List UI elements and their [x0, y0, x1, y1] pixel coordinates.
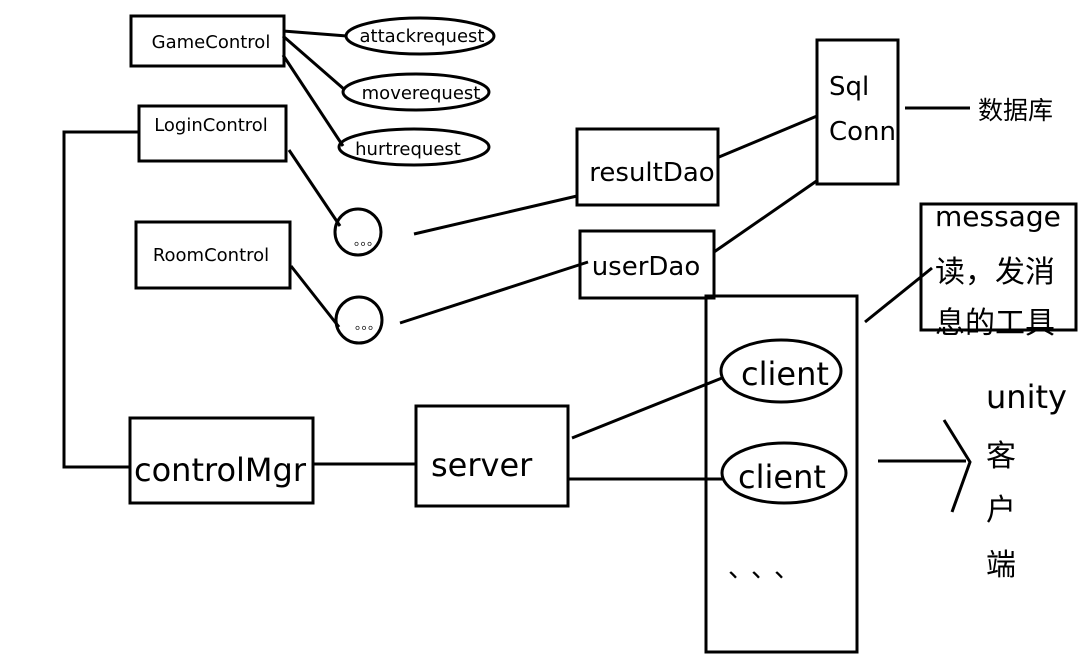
- edge-logincontrol-dots: [287, 149, 342, 227]
- node-login-dots: 。。。: [333, 207, 383, 257]
- database-label: 数据库: [978, 96, 1053, 125]
- message-label-line3: 息的工具: [935, 306, 1055, 341]
- unity-client-label-line1: unity: [986, 378, 1067, 416]
- client-ellipsis-label: 、、、: [728, 554, 810, 584]
- attackrequest-label: attackrequest: [360, 26, 485, 47]
- node-userdao: userDao: [578, 229, 716, 300]
- node-resultdao: resultDao: [575, 127, 720, 207]
- message-label-line1: message: [935, 200, 1061, 233]
- edge-userdao-sqlconn: [713, 178, 819, 254]
- node-attackrequest: attackrequest: [344, 16, 496, 56]
- arrow-head-icon: [942, 419, 972, 513]
- connectors: [62, 29, 972, 513]
- sqlconn-label-line1: Sql: [829, 72, 869, 102]
- node-controlmgr: controlMgr: [128, 416, 315, 505]
- node-moverequest: moverequest: [341, 72, 491, 112]
- sqlconn-label-line2: Conn: [829, 117, 896, 147]
- edge-dots-resultdao: [413, 194, 578, 236]
- room-dots-label: 。。。: [355, 318, 381, 333]
- node-logincontrol: LoginControl: [137, 104, 288, 163]
- resultdao-label: resultDao: [589, 158, 714, 188]
- node-client-ellipsis: 、、、: [728, 554, 810, 584]
- client-2-label: client: [738, 458, 826, 496]
- unity-client-label-line2: 客: [986, 439, 1016, 474]
- server-label: server: [431, 446, 533, 484]
- unity-client-label-line3: 户: [986, 493, 1016, 528]
- node-unity-client: unity 客 户 端: [986, 378, 1067, 583]
- edge-server-client1: [571, 376, 723, 440]
- moverequest-label: moverequest: [362, 83, 481, 104]
- edge-gamecontrol-moverequest: [282, 34, 346, 92]
- node-roomcontrol: RoomControl: [134, 220, 292, 290]
- hurtrequest-label: hurtrequest: [355, 139, 461, 160]
- edge-gamecontrol-attackrequest: [282, 29, 348, 38]
- logincontrol-label: LoginControl: [154, 115, 268, 136]
- node-message: message 读，发消 息的工具: [919, 200, 1078, 341]
- edge-resultdao-sqlconn: [718, 114, 818, 159]
- unity-client-label-line4: 端: [986, 548, 1016, 583]
- node-client-container: [704, 294, 859, 654]
- message-label-line2: 读，发消: [935, 255, 1055, 290]
- edge-roomcontrol-dots: [289, 265, 341, 328]
- controlmgr-label: controlMgr: [134, 451, 307, 489]
- client-1-label: client: [741, 355, 829, 393]
- edge-logincontrol-controlmgr: [62, 130, 139, 469]
- edge-dots-userdao: [399, 260, 589, 325]
- node-database: 数据库: [978, 96, 1053, 125]
- login-dots-label: 。。。: [354, 234, 380, 249]
- roomcontrol-label: RoomControl: [153, 245, 269, 266]
- node-room-dots: 。。。: [334, 295, 384, 345]
- userdao-label: userDao: [592, 252, 701, 282]
- node-server: server: [414, 404, 570, 508]
- gamecontrol-label: GameControl: [152, 32, 271, 53]
- node-client-2: client: [720, 441, 848, 505]
- node-sqlconn: Sql Conn: [815, 38, 900, 186]
- node-client-1: client: [719, 338, 843, 404]
- node-gamecontrol: GameControl: [129, 14, 286, 68]
- edge-gamecontrol-hurtrequest: [281, 54, 345, 147]
- node-hurtrequest: hurtrequest: [337, 127, 491, 167]
